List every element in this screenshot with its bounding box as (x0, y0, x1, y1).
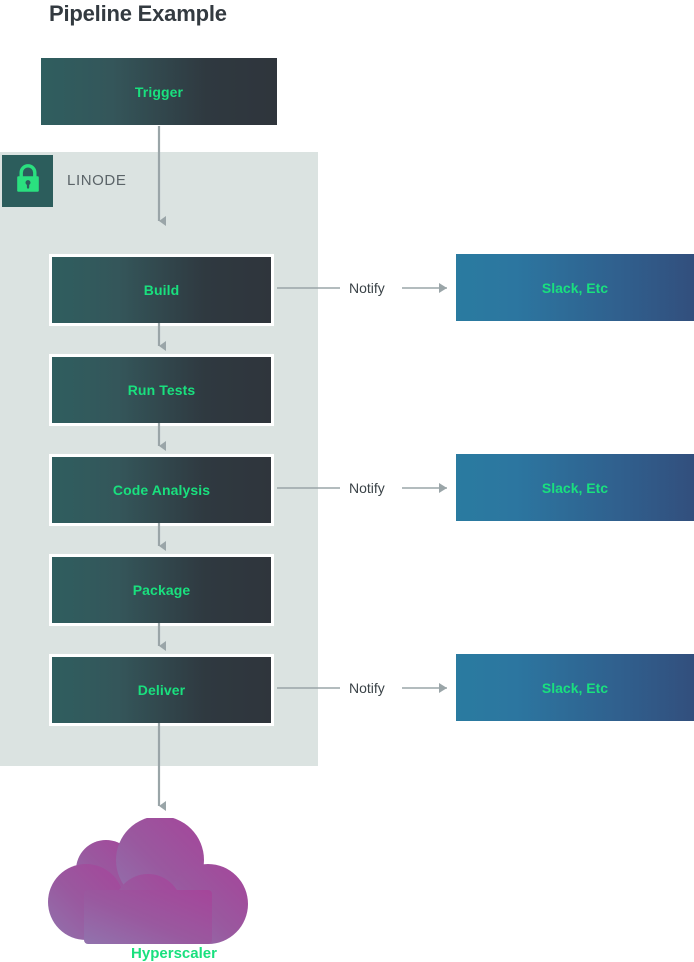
node-build[interactable]: Build (49, 254, 274, 326)
node-slack-1-label: Slack, Etc (541, 279, 609, 296)
node-deliver-label: Deliver (137, 682, 186, 698)
node-package[interactable]: Package (49, 554, 274, 626)
edge-label-notify-3: Notify (349, 680, 385, 696)
node-code-analysis[interactable]: Code Analysis (49, 454, 274, 526)
linode-region-label: LINODE (67, 172, 127, 189)
node-code-analysis-label: Code Analysis (112, 482, 211, 498)
node-slack-3-label: Slack, Etc (541, 679, 609, 696)
node-slack-1[interactable]: Slack, Etc (456, 254, 694, 321)
node-hyperscaler-label: Hyperscaler (131, 944, 217, 962)
node-run-tests[interactable]: Run Tests (49, 354, 274, 426)
edge-label-notify-2: Notify (349, 480, 385, 496)
node-slack-3[interactable]: Slack, Etc (456, 654, 694, 721)
page-title: Pipeline Example (49, 1, 227, 26)
node-trigger[interactable]: Trigger (41, 58, 277, 125)
node-package-label: Package (132, 582, 191, 598)
edge-label-notify-1: Notify (349, 280, 385, 296)
linode-security-badge (2, 155, 53, 207)
node-deliver[interactable]: Deliver (49, 654, 274, 726)
node-hyperscaler[interactable] (48, 816, 272, 944)
node-trigger-label: Trigger (134, 83, 184, 100)
node-slack-2-label: Slack, Etc (541, 479, 609, 496)
node-run-tests-label: Run Tests (127, 382, 196, 398)
lock-icon (15, 163, 41, 199)
node-build-label: Build (143, 282, 180, 298)
node-slack-2[interactable]: Slack, Etc (456, 454, 694, 521)
